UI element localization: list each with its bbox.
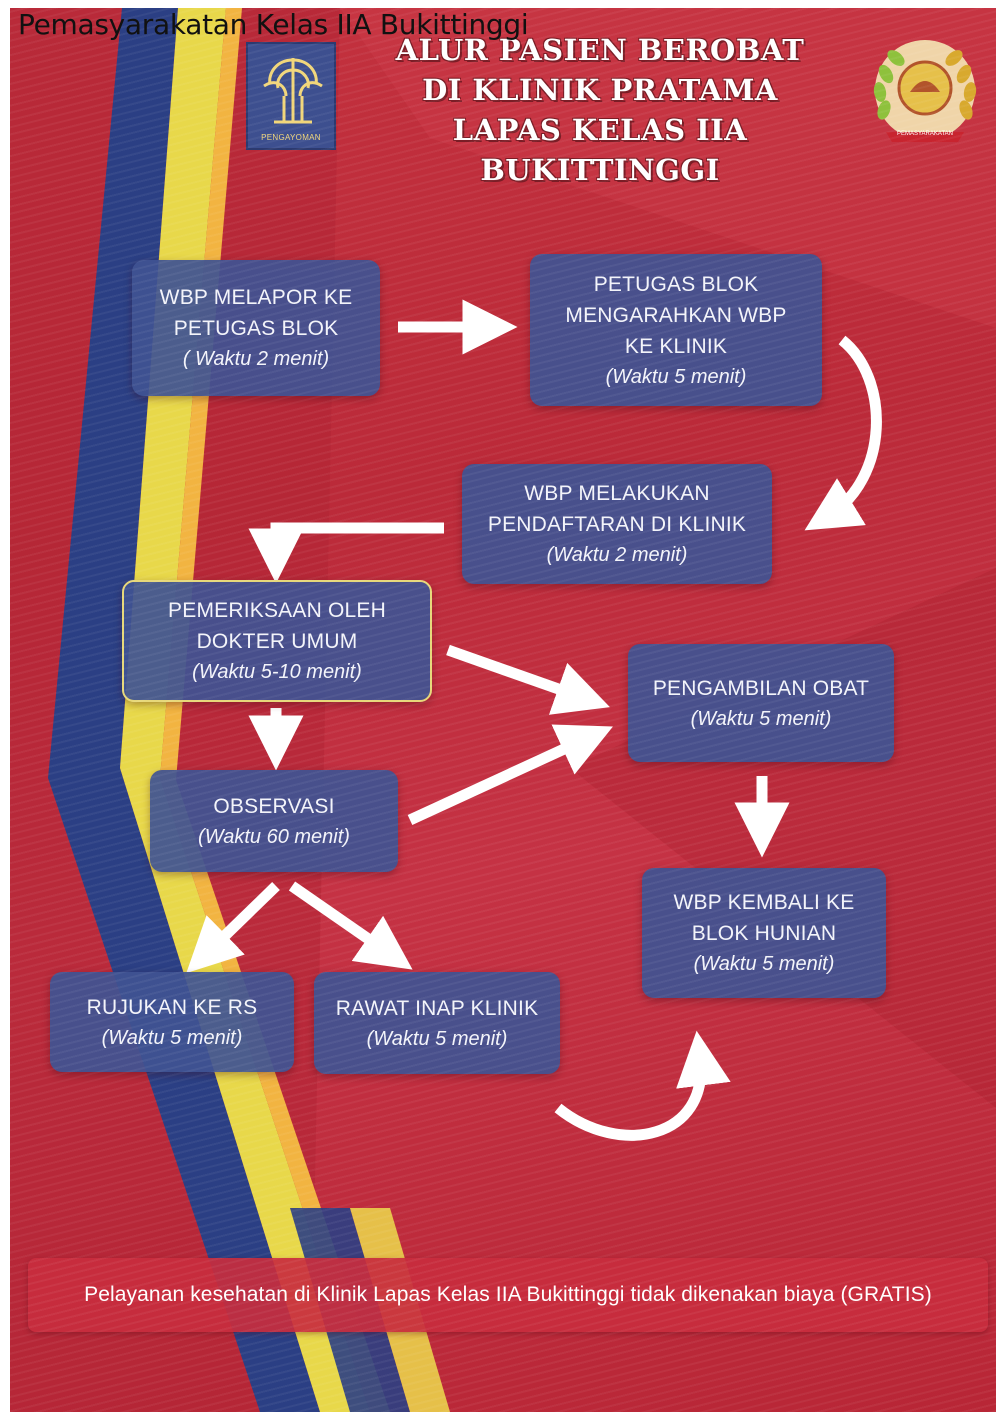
image-caption: Pemasyarakatan Kelas IIA Bukittinggi <box>18 8 529 41</box>
arrow-observasi-to-rujukan <box>186 882 280 974</box>
arrow-observasi-to-obat <box>407 724 613 825</box>
step-rujukan-time: (Waktu 5 menit) <box>101 1026 243 1049</box>
arrow-daftar-to-periksa <box>248 522 444 584</box>
title-line-1: ALUR PASIEN BEROBAT <box>395 33 805 67</box>
title-line-2: DI KLINIK PRATAMA <box>422 73 778 107</box>
step-obat-box: PENGAMBILAN OBAT (Waktu 5 menit) <box>628 644 894 762</box>
step-rawat-line-1: RAWAT INAP KLINIK <box>335 996 539 1020</box>
step-kembali-time: (Waktu 5 menit) <box>693 953 835 975</box>
step-kembali-line-1: WBP KEMBALI KE <box>673 891 855 914</box>
step-lapor-time: ( Waktu 2 menit) <box>182 348 330 370</box>
title-line-3: LAPAS KELAS IIA BUKITTINGGI <box>452 113 748 187</box>
footer-note: Pelayanan kesehatan di Klinik Lapas Kela… <box>28 1258 988 1332</box>
arrow-periksa-to-obat <box>446 644 610 715</box>
step-observasi-line-1: OBSERVASI <box>213 794 335 818</box>
arrow-arahkan-to-daftar <box>804 335 882 531</box>
step-obat-time: (Waktu 5 menit) <box>690 707 832 730</box>
bright-triangle <box>340 8 996 328</box>
right-logo-label: PEMASYARAKATAN <box>896 131 953 137</box>
step-rawat-time: (Waktu 5 menit) <box>366 1027 508 1050</box>
left-logo-label: PENGAYOMAN <box>261 133 321 142</box>
tree-emblem-icon <box>263 58 323 124</box>
step-arahkan-line-2: MENGARAHKAN WBP <box>565 303 787 327</box>
flow-arrows <box>186 299 882 1141</box>
step-lapor-line-2: PETUGAS BLOK <box>173 317 339 340</box>
poster-title: ALUR PASIEN BEROBAT DI KLINIK PRATAMA LA… <box>330 30 870 190</box>
step-kembali-line-2: BLOK HUNIAN <box>691 922 837 945</box>
step-rujukan-box: RUJUKAN KE RS (Waktu 5 menit) <box>50 972 294 1072</box>
step-lapor-line-1: WBP MELAPOR KE <box>159 286 353 309</box>
step-periksa-time: (Waktu 5-10 menit) <box>192 661 362 683</box>
step-observasi-time: (Waktu 60 menit) <box>198 825 350 848</box>
step-periksa-line-2: DOKTER UMUM <box>196 630 358 653</box>
step-arahkan-box: PETUGAS BLOK MENGARAHKAN WBP KE KLINIK (… <box>530 254 822 406</box>
step-periksa-line-1: PEMERIKSAAN OLEH <box>168 599 386 622</box>
arrow-observasi-to-rawat <box>288 881 413 970</box>
poster: PENGAYOMAN PEMASYARAKATAN ALUR PASIEN BE <box>10 8 996 1412</box>
step-daftar-line-1: WBP MELAKUKAN <box>524 482 710 505</box>
step-arahkan-time: (Waktu 5 menit) <box>605 365 747 388</box>
step-daftar-box: WBP MELAKUKAN PENDAFTARAN DI KLINIK (Wak… <box>462 464 772 584</box>
pengayoman-logo: PENGAYOMAN <box>246 42 336 150</box>
step-daftar-line-2: PENDAFTARAN DI KLINIK <box>487 513 747 536</box>
arrow-rawat-to-kembali <box>554 1030 731 1141</box>
step-arahkan-line-1: PETUGAS BLOK <box>593 272 759 296</box>
step-lapor-box: WBP MELAPOR KE PETUGAS BLOK ( Waktu 2 me… <box>132 260 380 396</box>
step-kembali-box: WBP KEMBALI KE BLOK HUNIAN (Waktu 5 meni… <box>642 868 886 998</box>
pemasyarakatan-logo: PEMASYARAKATAN <box>866 34 984 152</box>
step-obat-line-1: PENGAMBILAN OBAT <box>652 676 870 700</box>
step-daftar-time: (Waktu 2 menit) <box>546 544 688 566</box>
step-observasi-box: OBSERVASI (Waktu 60 menit) <box>150 770 398 872</box>
step-periksa-box: PEMERIKSAAN OLEH DOKTER UMUM (Waktu 5-10… <box>122 580 432 702</box>
step-rujukan-line-1: RUJUKAN KE RS <box>86 995 258 1019</box>
wreath-emblem-icon <box>873 40 977 142</box>
step-arahkan-line-3: KE KLINIK <box>624 334 728 358</box>
step-rawat-box: RAWAT INAP KLINIK (Waktu 5 menit) <box>314 972 560 1074</box>
navy-stripe <box>48 8 320 1412</box>
